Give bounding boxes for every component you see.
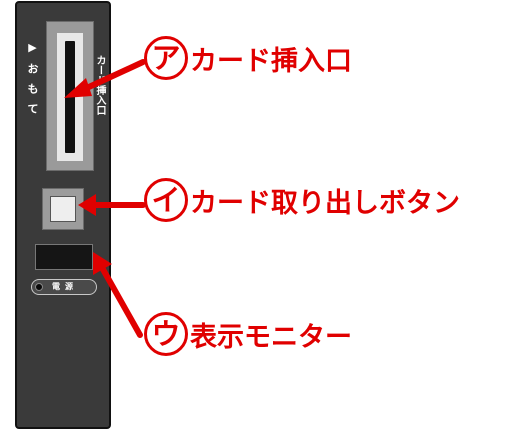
front-side-label: ▶おもて (26, 41, 39, 123)
callout-u: ウ 表示モニター (144, 312, 352, 356)
callout-a: ア カード挿入口 (144, 36, 352, 80)
power-lamp-icon (35, 283, 43, 291)
power-label: 電源 (52, 282, 78, 291)
arrow-slot-head (64, 78, 92, 98)
callout-u-text: 表示モニター (190, 321, 352, 353)
callout-a-text: カード挿入口 (190, 45, 352, 77)
callout-i-marker: イ (144, 178, 188, 222)
display-monitor (35, 244, 93, 270)
callout-a-marker: ア (144, 36, 188, 80)
power-indicator: 電源 (31, 279, 97, 295)
callout-i-text: カード取り出しボタン (190, 187, 460, 219)
arrow-eject-head (78, 194, 96, 216)
card-eject-button[interactable] (50, 196, 76, 222)
arrow-monitor-line (97, 261, 143, 338)
callout-i: イ カード取り出しボタン (144, 178, 460, 222)
eject-button-frame (42, 188, 84, 230)
callout-u-marker: ウ (144, 312, 188, 356)
arrow-monitor-head (93, 252, 112, 275)
